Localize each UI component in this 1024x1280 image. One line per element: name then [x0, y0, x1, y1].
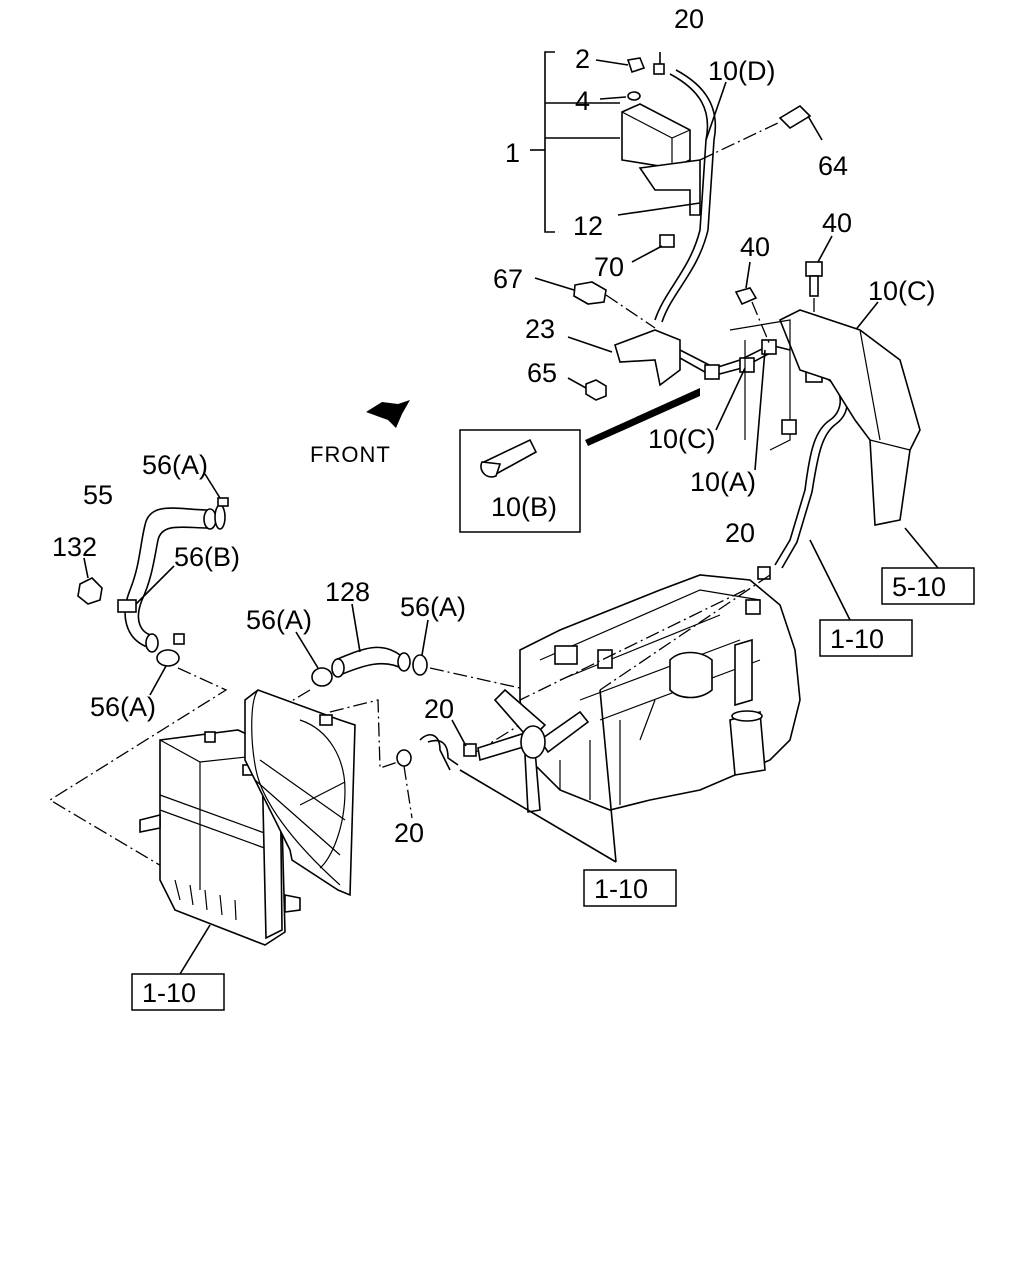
ref-5-10: 5-10	[892, 572, 946, 602]
reservoir-group	[530, 51, 939, 580]
callout-40-right: 40	[822, 208, 852, 238]
callout-56a-mid: 56(A)	[246, 605, 312, 635]
callout-2: 2	[575, 44, 590, 74]
callout-56a-top: 56(A)	[142, 450, 208, 480]
callout-55: 55	[83, 480, 113, 510]
callout-56a-right: 56(A)	[400, 592, 466, 622]
callout-20-mid: 20	[424, 694, 454, 724]
ref-1-10-right: 1-10	[830, 624, 884, 654]
callout-10c-right: 10(C)	[868, 276, 936, 306]
fan	[477, 688, 590, 813]
front-arrow-icon	[366, 400, 410, 428]
radiator	[139, 689, 356, 946]
ref-1-10-engine: 1-10	[594, 874, 648, 904]
ref-box-1-10-radiator	[131, 973, 225, 1011]
callout-40-left: 40	[740, 232, 770, 262]
callouts: 20 2 10(D) 4 1 64 12 40 40 70 67 10(C) 2…	[52, 4, 936, 848]
front-arrow: FRONT	[310, 400, 410, 467]
callout-10c-left: 10(C)	[648, 424, 716, 454]
front-label: FRONT	[310, 442, 391, 467]
engine	[459, 574, 801, 863]
callout-65: 65	[527, 358, 557, 388]
callout-56a-lower: 56(A)	[90, 692, 156, 722]
callout-10b: 10(B)	[491, 492, 557, 522]
ref-box-1-10-engine	[583, 869, 677, 907]
reference-boxes: 5-10 1-10 1-10 1-10	[131, 539, 975, 1011]
detail-10b	[459, 388, 700, 533]
ref-1-10-radiator: 1-10	[142, 978, 196, 1008]
callout-132: 132	[52, 532, 97, 562]
callout-20-top: 20	[674, 4, 704, 34]
callout-10a: 10(A)	[690, 467, 756, 497]
callout-12: 12	[573, 211, 603, 241]
callout-23: 23	[525, 314, 555, 344]
callout-10d: 10(D)	[708, 56, 776, 86]
hose-group	[48, 473, 561, 871]
callout-20-right: 20	[725, 518, 755, 548]
callout-56b: 56(B)	[174, 542, 240, 572]
callout-20-bottom: 20	[394, 818, 424, 848]
ref-box-5-10	[881, 567, 975, 605]
callout-70: 70	[594, 252, 624, 282]
ref-box-1-10-right	[819, 619, 913, 657]
callout-128: 128	[325, 577, 370, 607]
callout-64: 64	[818, 151, 848, 181]
callout-67: 67	[493, 264, 523, 294]
callout-4: 4	[575, 86, 590, 116]
callout-1: 1	[505, 138, 520, 168]
